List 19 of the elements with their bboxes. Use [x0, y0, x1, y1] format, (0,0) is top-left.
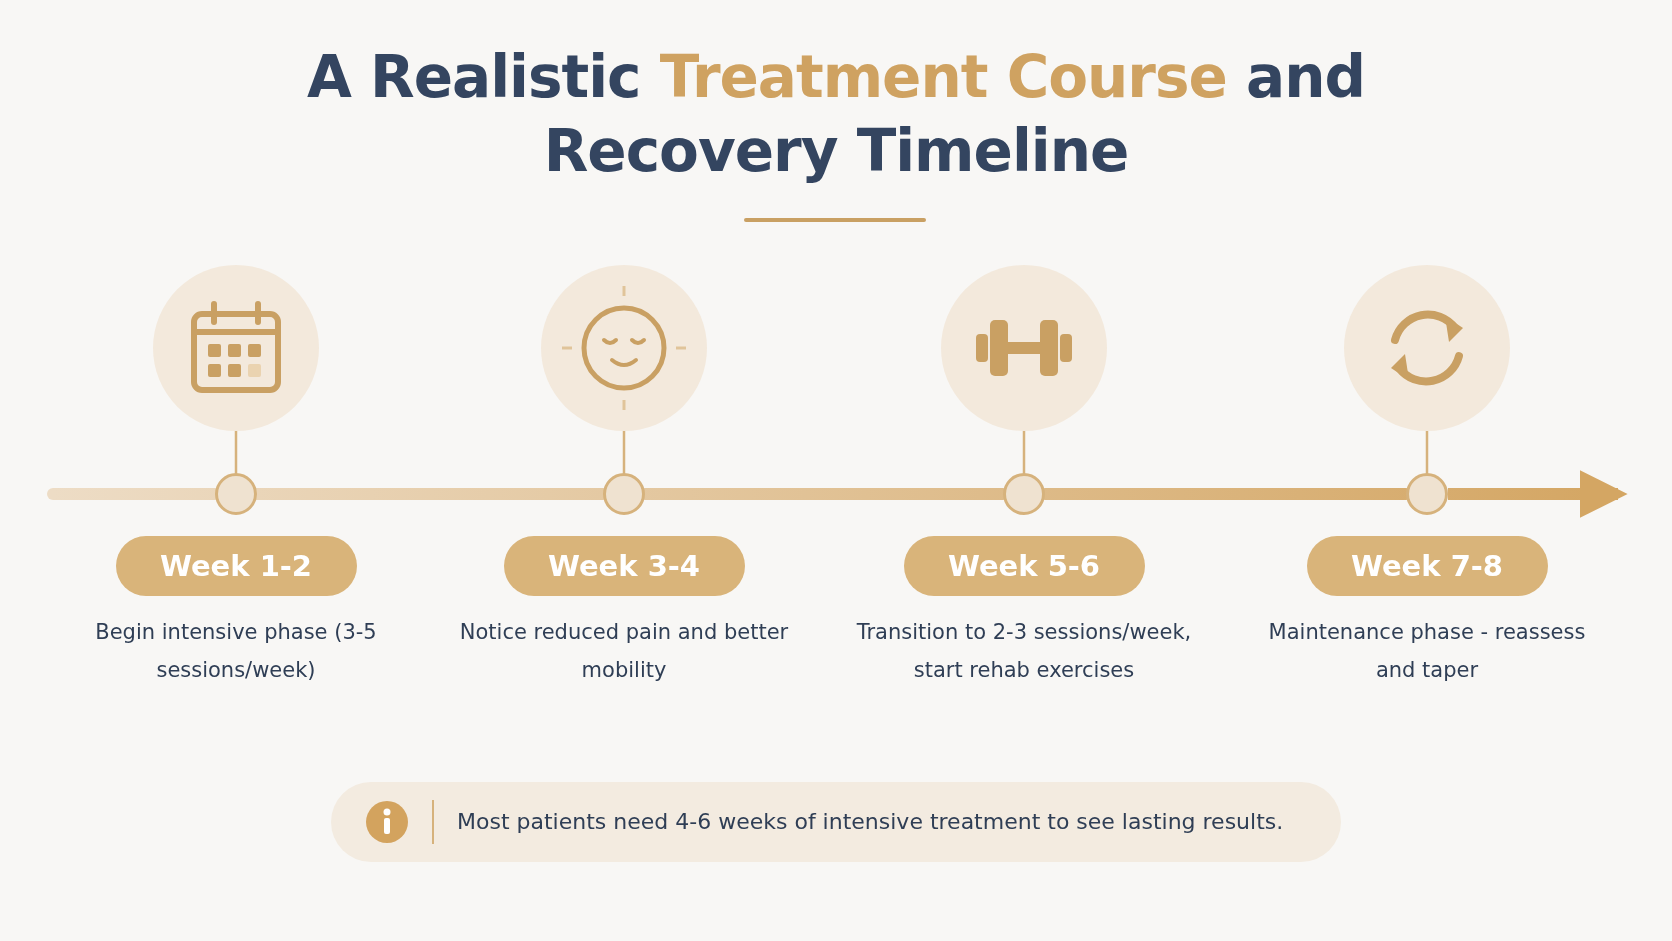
connector-line [622, 429, 626, 475]
timeline-line [1448, 470, 1628, 518]
week-pill: Week 7-8 [1306, 536, 1548, 596]
description-text: Maintenance phase - reassess and taper [1267, 619, 1587, 684]
connector-line [1425, 429, 1429, 475]
note-text: Most patients need 4-6 weeks of intensive treatment to see lasting results. [457, 808, 1284, 836]
timeline-dot [215, 473, 257, 515]
description-text: Begin intensive phase (3-5 sessions/week) [94, 619, 378, 684]
timeline-dot [603, 473, 645, 515]
description-text: Transition to 2-3 sessions/week, start rehab exercises [855, 619, 1193, 684]
week-pill: Week 1-2 [115, 536, 357, 596]
title: A Realistic Treatment Course and Recovery Timeline [306, 42, 1366, 187]
week-pill: Week 5-6 [903, 536, 1145, 596]
connector-line [234, 429, 238, 475]
timeline-dot [1406, 473, 1448, 515]
week-pill: Week 3-4 [503, 536, 745, 596]
description-text: Notice reduced pain and better mobility [458, 619, 790, 684]
timeline-dot [1003, 473, 1045, 515]
connector-line [1022, 429, 1026, 475]
